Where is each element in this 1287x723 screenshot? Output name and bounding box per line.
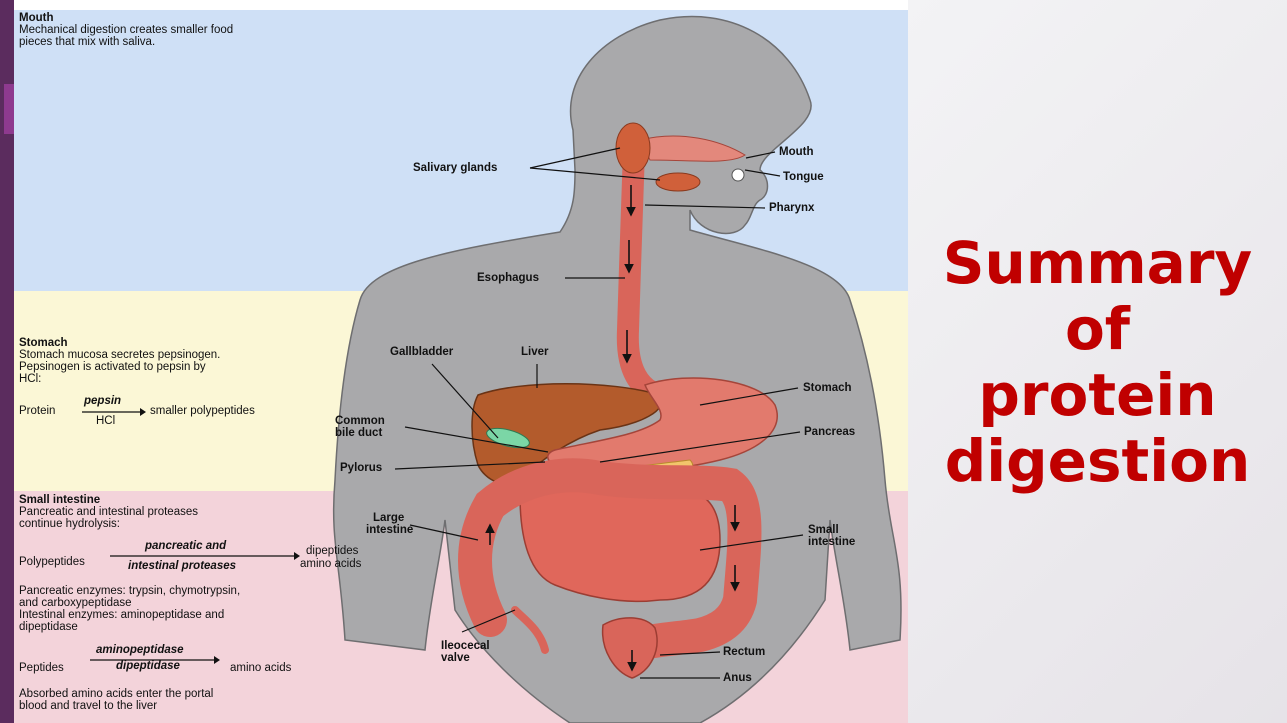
- mouth-text-line: pieces that mix with saliva.: [19, 36, 233, 48]
- label-liver: Liver: [521, 346, 549, 358]
- mouth-text-line: Mechanical digestion creates smaller foo…: [19, 24, 233, 36]
- enzymes-line: Pancreatic enzymes: trypsin, chymotrypsi…: [19, 585, 240, 597]
- slide-title: Summary of protein digestion: [908, 230, 1287, 494]
- stomach-reaction-enzyme-top: pepsin: [84, 395, 121, 407]
- body-silhouette: [334, 17, 901, 723]
- mouth-section: Mouth Mechanical digestion creates small…: [19, 12, 233, 48]
- mouth-heading: Mouth: [19, 12, 233, 24]
- label-pharynx: Pharynx: [769, 202, 814, 214]
- label-stomach: Stomach: [803, 382, 852, 394]
- stomach-reaction-enzyme-bottom: HCl: [96, 415, 115, 427]
- intestine-reaction1-reactant: Polypeptides: [19, 556, 85, 568]
- absorption-line: Absorbed amino acids enter the portal: [19, 688, 213, 700]
- intestine-text-line: Pancreatic and intestinal proteases: [19, 506, 198, 518]
- enzymes-line: Intestinal enzymes: aminopeptidase and: [19, 609, 240, 621]
- title-line: of: [908, 296, 1287, 362]
- enzymes-line: and carboxypeptidase: [19, 597, 240, 609]
- label-tongue: Tongue: [783, 171, 824, 183]
- intestine-reaction1-product: dipeptides: [306, 545, 358, 557]
- absorption-line: blood and travel to the liver: [19, 700, 213, 712]
- stomach-text-line: Pepsinogen is activated to pepsin by: [19, 361, 220, 373]
- label-anus: Anus: [723, 672, 752, 684]
- intestine-section: Small intestine Pancreatic and intestina…: [19, 494, 198, 530]
- intestine-reaction2-reactant: Peptides: [19, 662, 64, 674]
- salivary-gland-upper: [616, 123, 650, 173]
- intestine-reaction2-product: amino acids: [230, 662, 291, 674]
- salivary-gland-lower: [656, 173, 700, 191]
- intestine-reaction1-enzyme-bottom: intestinal proteases: [128, 560, 236, 572]
- label-small-intestine: Small intestine: [808, 524, 855, 548]
- intestine-reaction1-enzyme-top: pancreatic and: [145, 540, 226, 552]
- title-line: Summary: [908, 230, 1287, 296]
- enzymes-line: dipeptidase: [19, 621, 240, 633]
- label-rectum: Rectum: [723, 646, 765, 658]
- title-line: digestion: [908, 428, 1287, 494]
- stomach-section: Stomach Stomach mucosa secretes pepsinog…: [19, 337, 220, 385]
- label-large-intestine: Large intestine: [366, 512, 413, 536]
- label-pancreas: Pancreas: [804, 426, 855, 438]
- absorption-text: Absorbed amino acids enter the portal bl…: [19, 688, 213, 712]
- intestine-enzymes: Pancreatic enzymes: trypsin, chymotrypsi…: [19, 585, 240, 633]
- label-salivary-glands: Salivary glands: [413, 162, 497, 174]
- label-gallbladder: Gallbladder: [390, 346, 453, 358]
- stomach-text-line: HCl:: [19, 373, 220, 385]
- label-ileocecal-valve: Ileocecal valve: [441, 640, 490, 664]
- stomach-reaction-reactant: Protein: [19, 405, 55, 417]
- intestine-reaction1-arrow: [110, 552, 300, 560]
- stomach-heading: Stomach: [19, 337, 220, 349]
- intestine-text-line: continue hydrolysis:: [19, 518, 198, 530]
- intestine-reaction2-enzyme-top: aminopeptidase: [96, 644, 184, 656]
- intestine-reaction2-enzyme-bottom: dipeptidase: [116, 660, 180, 672]
- tongue-tip: [732, 169, 744, 181]
- label-esophagus: Esophagus: [477, 272, 539, 284]
- label-pylorus: Pylorus: [340, 462, 382, 474]
- stomach-text-line: Stomach mucosa secretes pepsinogen.: [19, 349, 220, 361]
- stomach-reaction-product: smaller polypeptides: [150, 405, 255, 417]
- intestine-reaction1-product: amino acids: [300, 558, 361, 570]
- title-line: protein: [908, 362, 1287, 428]
- label-common-bile-duct: Common bile duct: [335, 415, 385, 439]
- intestine-heading: Small intestine: [19, 494, 198, 506]
- label-mouth: Mouth: [779, 146, 813, 158]
